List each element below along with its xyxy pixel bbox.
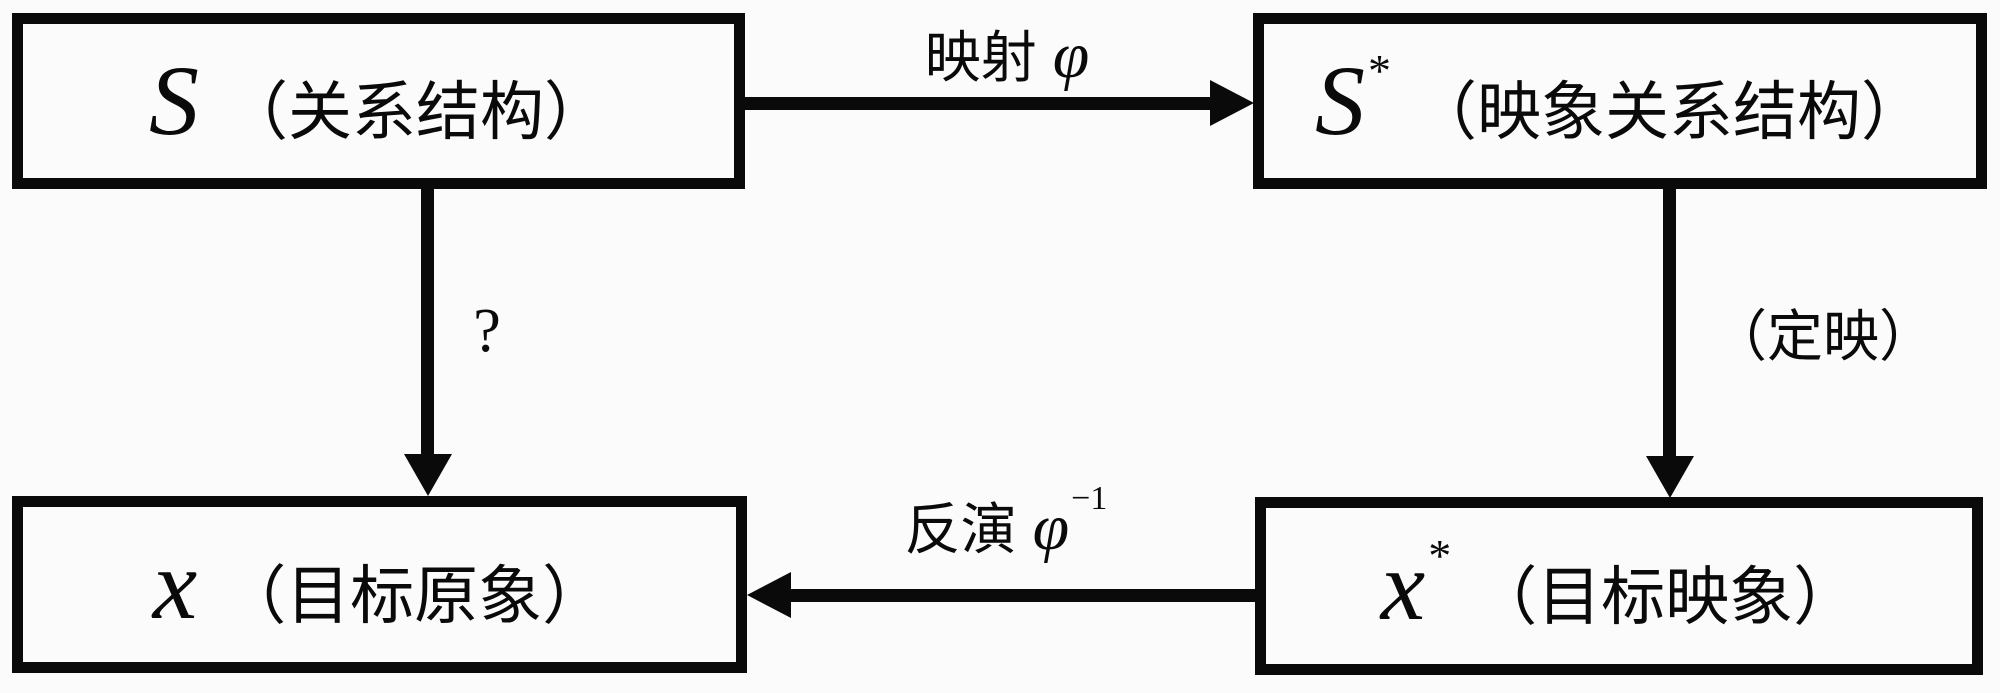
- label-question-mark: ?: [473, 297, 501, 365]
- node-x-star-label: （目标映象）: [1473, 562, 1858, 633]
- label-inversion-superscript: −1: [1071, 479, 1108, 517]
- math-symbol-x-star: x: [1380, 530, 1426, 641]
- node-s-star-mapped-structure: S* （映象关系结构）: [1253, 13, 1987, 189]
- math-symbol-s-star: S: [1315, 45, 1365, 156]
- label-inversion-text: 反演: [904, 500, 1017, 562]
- arrowhead-down-icon: [1646, 456, 1694, 498]
- node-s-star-text: S*（映象关系结构）: [1315, 44, 1925, 151]
- arrow-mapping-shaft: [745, 97, 1213, 110]
- arrowhead-right-icon: [1210, 80, 1254, 126]
- math-superscript-s-star: *: [1368, 44, 1391, 96]
- arrowhead-down-icon: [404, 454, 452, 496]
- node-s-relational-structure: S （关系结构）: [12, 13, 745, 189]
- math-symbol-x: x: [152, 528, 198, 640]
- phi-symbol: φ: [1032, 491, 1070, 564]
- arrow-inversion-shaft: [789, 589, 1255, 602]
- label-mapping-text: 映射: [924, 28, 1037, 90]
- math-superscript-x-star: *: [1428, 529, 1452, 581]
- label-fixing: （定映）: [1711, 307, 1935, 369]
- arrow-question-shaft: [421, 189, 434, 456]
- math-symbol-s: S: [149, 45, 199, 156]
- node-x-target-original: x （目标原象）: [12, 496, 747, 673]
- node-s-star-label: （映象关系结构）: [1413, 77, 1925, 148]
- node-x-star-target-image: x* （目标映象）: [1255, 497, 1983, 675]
- node-x-star-text: x*（目标映象）: [1381, 529, 1858, 636]
- arrow-fixing-shaft: [1663, 189, 1676, 458]
- node-s-text: S（关系结构）: [149, 51, 608, 151]
- node-x-label: （目标原象）: [222, 560, 607, 632]
- node-x-text: x（目标原象）: [153, 534, 607, 635]
- phi-symbol: φ: [1052, 19, 1090, 92]
- node-s-label: （关系结构）: [224, 77, 608, 148]
- arrowhead-left-icon: [747, 572, 791, 618]
